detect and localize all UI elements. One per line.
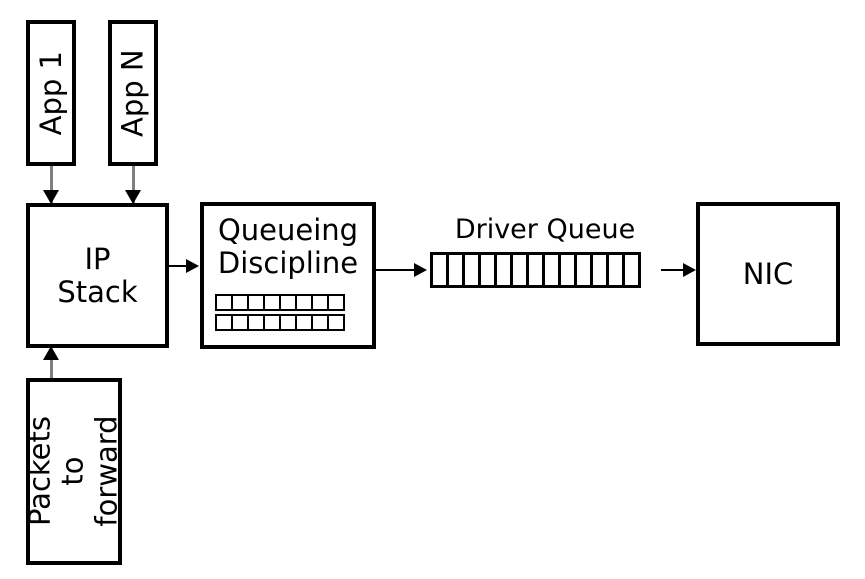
node-queueing-discipline-label: Queueing Discipline	[217, 213, 359, 280]
node-packets-to-forward-label: Packets to forward	[22, 415, 124, 528]
queueing-discipline-cell	[327, 294, 345, 311]
queueing-discipline-grid-row	[215, 294, 345, 311]
node-ip-stack-label: IP Stack	[57, 242, 138, 309]
arrow-qdisc-to-driverqueue-head	[414, 263, 427, 277]
node-app-1-label: App 1	[33, 50, 68, 136]
driver-queue-label: Driver Queue	[454, 214, 636, 245]
node-app-n: App N	[108, 20, 158, 166]
node-app-n-label: App N	[115, 49, 150, 137]
arrow-qdisc-to-driverqueue-shaft	[376, 269, 420, 271]
arrow-ipstack-to-qdisc-head	[186, 259, 199, 273]
arrow-driverqueue-to-nic-shaft	[661, 269, 693, 271]
driver-queue-cell	[622, 252, 641, 288]
driver-queue	[430, 252, 641, 288]
arrow-app1-to-ipstack-shaft	[50, 166, 53, 204]
node-queueing-discipline: Queueing Discipline	[200, 202, 376, 349]
arrow-app1-to-ipstack-head	[43, 190, 59, 204]
queueing-discipline-cell	[327, 314, 345, 331]
arrow-appn-to-ipstack-shaft	[132, 166, 135, 204]
queueing-discipline-grid	[215, 294, 345, 331]
arrow-ipstack-to-qdisc-shaft	[169, 265, 196, 267]
arrow-packets-to-ipstack-shaft	[50, 358, 53, 380]
node-app-1: App 1	[26, 20, 76, 166]
node-ip-stack: IP Stack	[26, 203, 169, 348]
node-nic-label: NIC	[742, 256, 794, 291]
node-nic: NIC	[696, 202, 840, 346]
queueing-discipline-grid-row	[215, 314, 345, 331]
node-packets-to-forward: Packets to forward	[22, 378, 124, 565]
arrow-driverqueue-to-nic-head	[683, 263, 696, 277]
arrow-packets-to-ipstack-head	[43, 346, 59, 360]
arrow-appn-to-ipstack-head	[125, 190, 141, 204]
